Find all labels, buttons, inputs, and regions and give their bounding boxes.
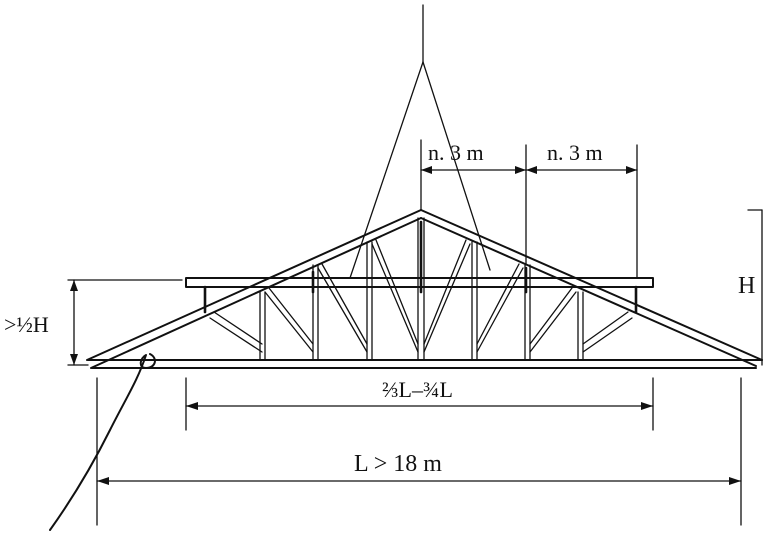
spreader-bar [185,220,654,314]
lift-height-arrow-bottom [70,354,78,365]
roof-truss [86,209,763,369]
spacing-arrow-1b [515,166,526,174]
top-chord-left [86,209,422,361]
span-dimension: L > 18 m [96,377,742,526]
spacing-arrow-2a [526,166,537,174]
span-arrow-left [97,477,109,485]
span-label: L > 18 m [354,451,442,477]
sling-right-leg [422,61,491,271]
sling-left-leg [349,61,424,279]
lift-span-arrow-right [641,402,653,410]
height-label: H [738,273,755,299]
lift-span-arrow-left [186,402,198,410]
lift-height-arrow-top [70,280,78,291]
tag-line [49,353,156,531]
spacing-dimensions: n. 3 m n. 3 m [420,139,638,279]
truss-verticals [259,217,584,361]
lift-span-dimension: ⅔L–¾L [185,377,654,431]
lift-height-dimension: >½H [4,279,183,366]
top-chord-left-inner [90,217,422,369]
top-chord-right [420,209,763,361]
spacing-label-2: n. 3 m [547,140,603,165]
lift-span-label: ⅔L–¾L [382,377,453,402]
spreader-beam [185,277,654,288]
height-dimension: H [738,209,763,366]
spacing-arrow-1a [421,166,432,174]
spacing-label-1: n. 3 m [428,140,484,165]
lift-height-label: >½H [4,312,49,337]
top-chord-right-inner [420,217,757,367]
span-arrow-right [729,477,741,485]
spacing-arrow-2b [626,166,637,174]
